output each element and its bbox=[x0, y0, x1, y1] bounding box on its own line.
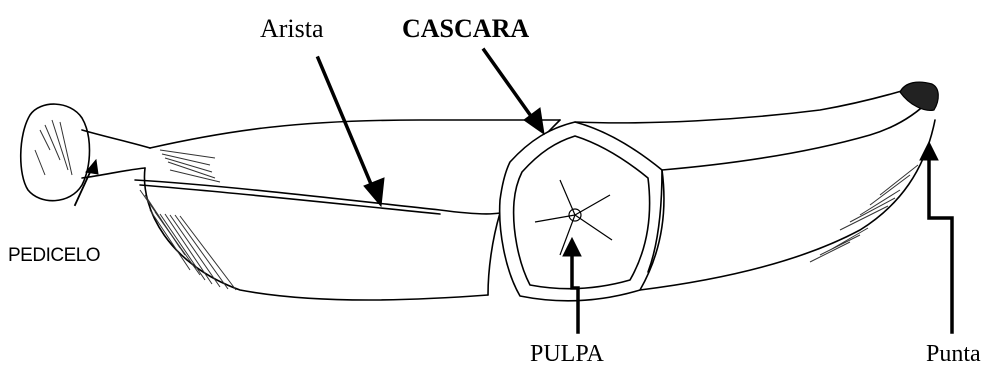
label-punta: Punta bbox=[926, 342, 981, 366]
punta-arrow bbox=[929, 152, 952, 332]
label-pedicelo: PEDICELO bbox=[8, 246, 100, 265]
pedicelo-arrow bbox=[75, 168, 92, 205]
banana-tip bbox=[900, 82, 938, 110]
label-pulpa: PULPA bbox=[530, 342, 604, 366]
arista-arrow bbox=[318, 58, 376, 196]
cascara-arrow bbox=[484, 50, 538, 126]
label-arista: Arista bbox=[260, 16, 324, 42]
label-cascara: CASCARA bbox=[402, 16, 529, 42]
banana-left-segment bbox=[21, 104, 560, 300]
ridge-line bbox=[135, 180, 500, 214]
cross-section-slice bbox=[500, 122, 664, 301]
right-shading bbox=[810, 165, 918, 262]
pedicel-cap bbox=[21, 104, 90, 201]
